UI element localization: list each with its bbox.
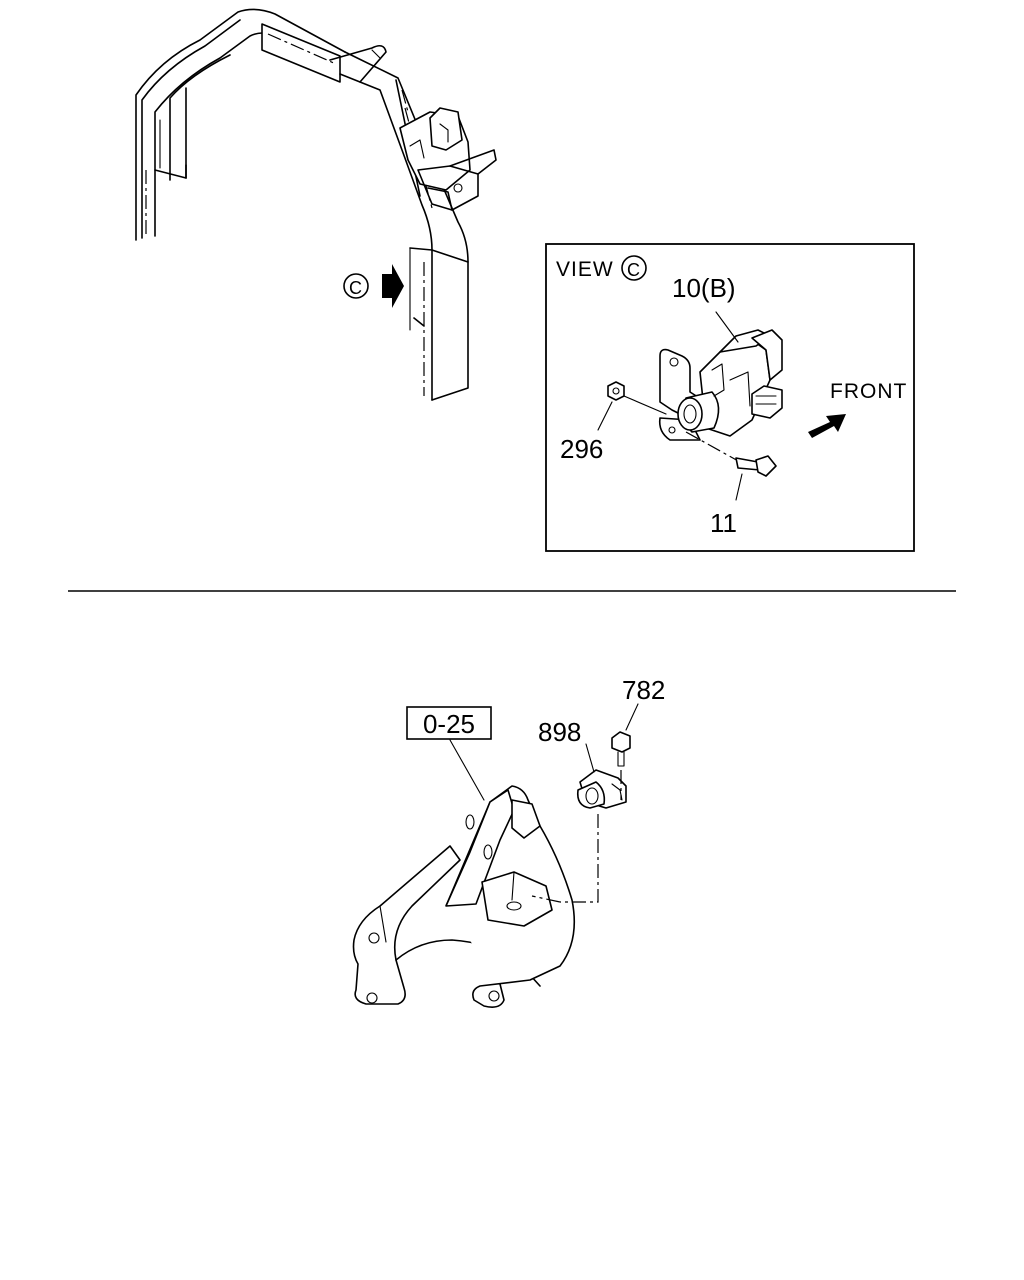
callout-10b: 10(B) — [672, 273, 736, 303]
inset-title-letter: C — [627, 260, 641, 280]
bolt-11 — [685, 431, 777, 501]
inset-title: VIEW — [556, 258, 614, 281]
sensor-assembly — [658, 311, 783, 441]
callout-11: 11 — [710, 508, 737, 538]
front-label: FRONT — [830, 380, 907, 403]
bolt-782 — [611, 703, 639, 800]
front-arrow-icon — [808, 414, 846, 438]
callout-898: 898 — [538, 717, 581, 747]
nut-296 — [597, 381, 667, 431]
ref-box-label: 0-25 — [423, 709, 475, 739]
inset-title-circle — [621, 255, 647, 281]
view-marker-letter: C — [349, 278, 363, 298]
view-c-inset: VIEW C — [545, 243, 915, 552]
sensor-898 — [576, 743, 627, 809]
callout-296: 296 — [560, 434, 603, 464]
view-direction-arrow-icon — [382, 264, 404, 308]
mount-bracket-drawing: 0-25 — [352, 675, 665, 1008]
callout-782: 782 — [622, 675, 665, 705]
frame-rail-drawing — [135, 8, 497, 401]
view-c-marker: C — [343, 264, 404, 308]
ref-box — [406, 706, 492, 740]
